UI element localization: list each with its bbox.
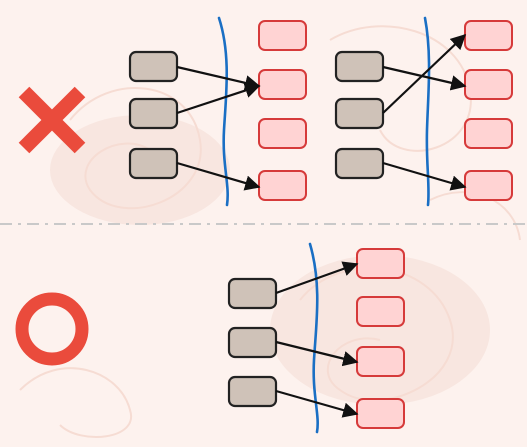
target-node	[258, 20, 307, 51]
target-node	[464, 20, 513, 51]
edge-arrow	[382, 161, 467, 191]
source-node	[227, 326, 278, 359]
target-node	[356, 296, 405, 327]
edge-arrow	[382, 65, 467, 91]
source-node	[334, 97, 385, 130]
target-node	[258, 170, 307, 201]
target-node	[356, 398, 405, 429]
target-node	[356, 346, 405, 377]
edge-arrow	[275, 389, 359, 418]
correct-panel	[227, 242, 405, 434]
edge-arrow	[275, 340, 359, 367]
source-node	[334, 147, 385, 180]
edge-arrow	[382, 33, 467, 114]
target-node	[356, 248, 405, 279]
target-node	[464, 170, 513, 201]
source-node	[128, 147, 179, 180]
source-node	[227, 375, 278, 408]
incorrect-panel-right	[334, 16, 513, 207]
target-node	[258, 69, 307, 100]
cross-mark-icon	[18, 86, 86, 154]
source-node	[128, 97, 179, 130]
edge-arrow	[176, 161, 261, 191]
edge-arrow	[176, 65, 261, 91]
target-node	[464, 69, 513, 100]
boundary-line	[217, 16, 229, 207]
boundary-line	[423, 16, 431, 207]
circle-mark-icon	[15, 292, 89, 366]
source-node	[227, 277, 278, 310]
boundary-line	[308, 242, 319, 434]
edge-arrow	[176, 83, 261, 115]
source-node	[128, 50, 179, 83]
target-node	[464, 118, 513, 149]
incorrect-panel-left	[128, 16, 307, 207]
edge-arrow	[275, 261, 359, 295]
target-node	[258, 118, 307, 149]
source-node	[334, 50, 385, 83]
